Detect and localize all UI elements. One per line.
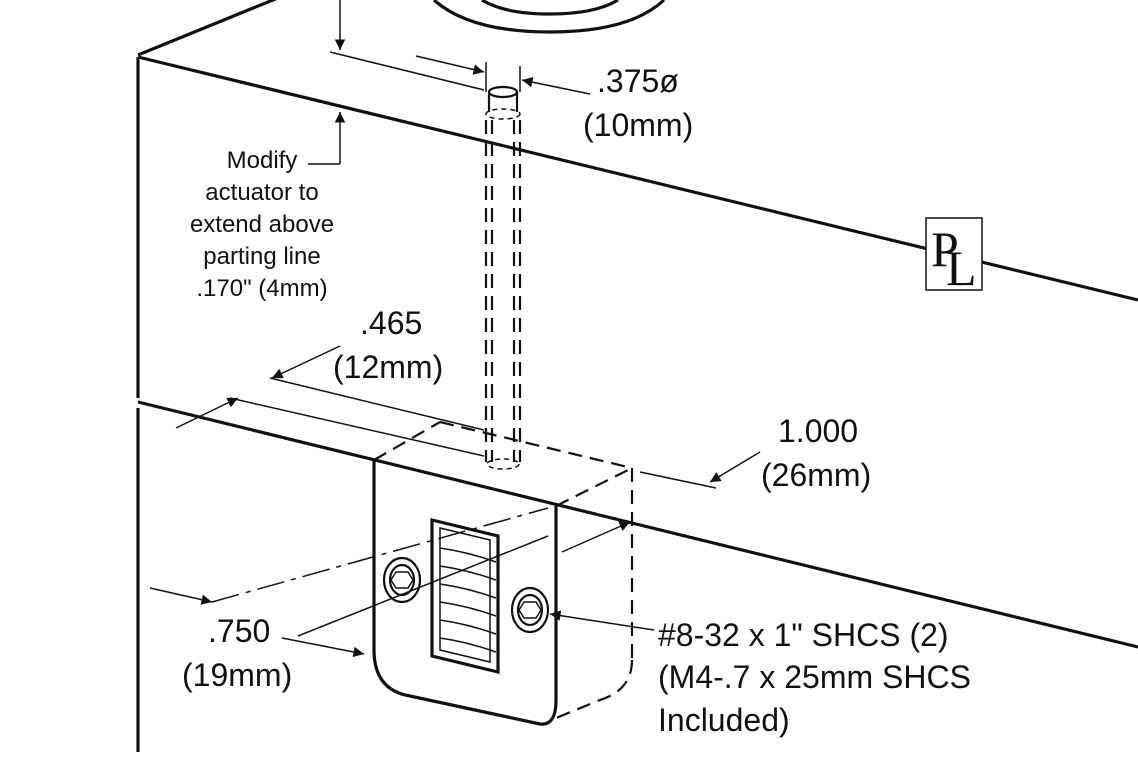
block-depth-value: 1.000 [778, 413, 858, 449]
actuator-note-line-4: parting line [203, 243, 320, 270]
latch-block [372, 420, 634, 726]
screw-left [382, 556, 422, 604]
screw-leader [549, 610, 655, 631]
latch-ridges [439, 547, 497, 653]
dim-block-depth-lines [561, 451, 761, 553]
actuator-note-line-5: .170" (4mm) [196, 275, 327, 302]
screw-note: #8-32 x 1" SHCS (2) (M4-.7 x 25mm SHCS I… [658, 617, 971, 738]
pin-offset-value: .465 [360, 305, 422, 341]
latch-slot [430, 517, 500, 675]
top-plate-top-edge [137, 0, 278, 57]
parting-line [137, 400, 1138, 649]
pl-letter-l: L [946, 240, 977, 296]
screw-note-line-1: #8-32 x 1" SHCS (2) [658, 617, 949, 653]
bushing-ellipse [432, 0, 666, 34]
pin-diameter-metric: (10mm) [583, 107, 693, 143]
actuator-note-line-2: actuator to [205, 179, 318, 206]
actuator-note-line-1: Modify [227, 147, 298, 174]
actuator-note: Modify actuator to extend above parting … [190, 147, 334, 302]
dim-pin-offset-lines [175, 345, 485, 457]
screw-note-line-2: (M4-.7 x 25mm SHCS [658, 659, 971, 695]
dim-block-width-lines [149, 507, 549, 658]
actuator-pin [484, 85, 522, 470]
block-depth-metric: (26mm) [761, 457, 871, 493]
pl-letter-p: P [931, 221, 959, 277]
dim-pin-diameter-lines [415, 55, 591, 95]
actuator-note-line-3: extend above [190, 211, 334, 238]
block-width-metric: (19mm) [182, 657, 292, 693]
block-width-value: .750 [208, 613, 270, 649]
pin-offset-metric: (12mm) [333, 349, 443, 385]
screw-note-line-3: Included) [658, 702, 790, 738]
screw-right [510, 586, 550, 634]
parting-line-symbol: P L [925, 217, 983, 296]
dim-parting-extension-lines [308, 0, 485, 165]
pin-diameter-value: .375ø [597, 63, 679, 99]
